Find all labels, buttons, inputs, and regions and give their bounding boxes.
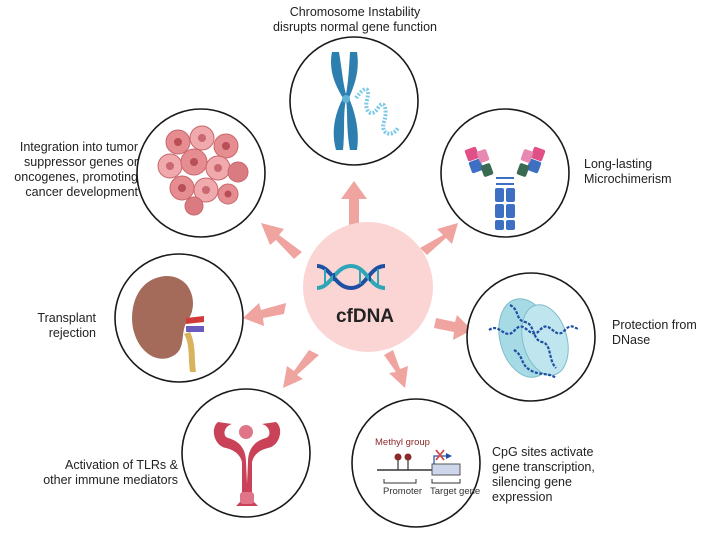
nucleosome-icon (488, 298, 579, 379)
microchimerism-label: Long-lasting Microchimerism (584, 157, 672, 186)
dnase-label: Protection from DNase (612, 318, 697, 347)
chromosome-icon (331, 52, 400, 150)
methyl-group-label: Methyl group (375, 437, 430, 448)
arrow-to-dnase (434, 315, 472, 340)
node-dnase (466, 272, 596, 402)
tumor-cells-icon (157, 125, 249, 216)
cpg-label: CpG sites activate gene transcription, s… (492, 445, 595, 504)
center-label: cfDNA (335, 306, 395, 327)
node-tlr (181, 388, 311, 518)
gene-diagram-icon: Methyl group Promoter Target gene (375, 437, 480, 497)
tlr-label: Activation of TLRs & other immune mediat… (43, 458, 178, 487)
arrow-to-microchimerism (420, 223, 458, 255)
integration-label: Integration into tumor suppressor genes … (14, 140, 138, 199)
arrow-to-cpg (384, 350, 408, 388)
tlr-receptor-icon (213, 422, 281, 506)
arrow-to-integration (261, 223, 302, 259)
center-circle (303, 222, 433, 352)
node-chromosome (289, 36, 419, 166)
arrow-to-chromosome (341, 181, 367, 228)
target-gene-label: Target gene (430, 486, 480, 497)
transplant-label: Transplant rejection (37, 311, 96, 340)
promoter-label: Promoter (383, 486, 422, 497)
arrow-to-tlr (283, 350, 319, 388)
node-microchimerism (440, 108, 570, 238)
node-cpg: Methyl group Promoter Target gene (351, 398, 481, 528)
kidney-icon (132, 276, 204, 372)
arrow-to-transplant (243, 303, 286, 326)
node-integration (136, 108, 266, 238)
arrows (243, 181, 472, 388)
dna-helix-icon (316, 263, 386, 291)
chromosome-label: Chromosome Instability disrupts normal g… (273, 5, 437, 34)
node-transplant (114, 253, 244, 383)
antibody-icon (464, 146, 546, 230)
